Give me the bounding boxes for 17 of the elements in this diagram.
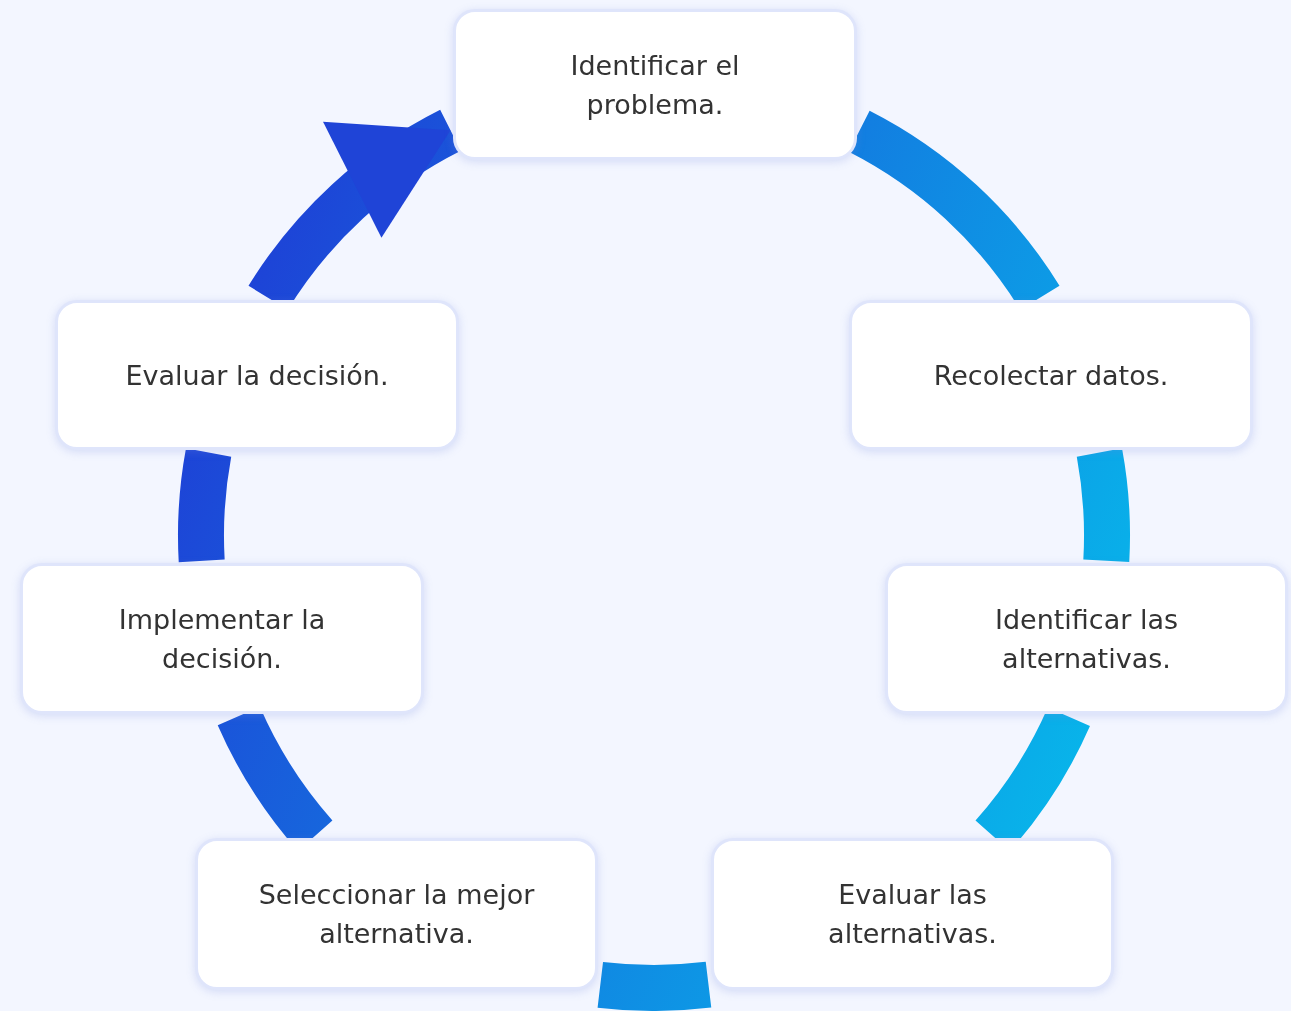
- cycle-connector: [1076, 448, 1130, 562]
- step-label: Recolectar datos.: [933, 358, 1169, 393]
- cycle-connector: [598, 961, 711, 1011]
- step-label: Identificar las alternativas.: [993, 602, 1180, 676]
- step-box: [195, 838, 598, 990]
- step-label: Evaluar las alternativas.: [827, 878, 998, 951]
- cycle-connector: [178, 449, 232, 562]
- step-box: [711, 838, 1114, 990]
- step-box: [885, 563, 1288, 714]
- step-box: [20, 563, 424, 714]
- step-box: [55, 300, 459, 450]
- step-label: Identificar el problema.: [569, 48, 741, 122]
- step-box: [453, 9, 857, 160]
- step-label: Implementar la decisión.: [117, 602, 327, 676]
- step-label: Evaluar la decisión.: [125, 358, 389, 393]
- step-box: [849, 300, 1253, 450]
- step-label: Seleccionar la mejor alternativa.: [258, 878, 535, 951]
